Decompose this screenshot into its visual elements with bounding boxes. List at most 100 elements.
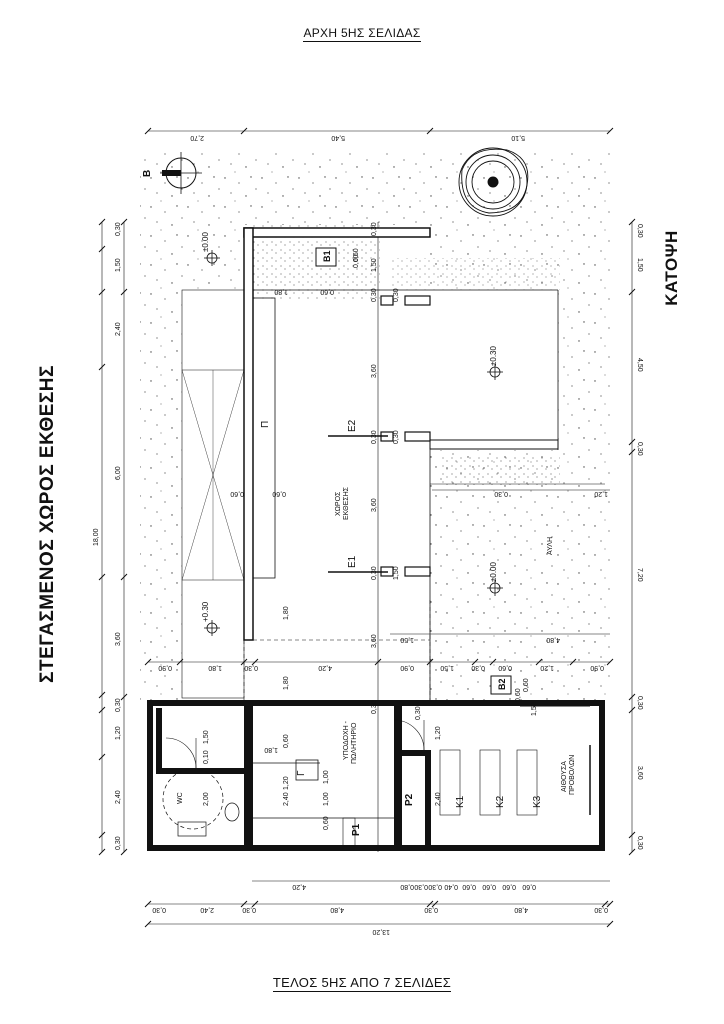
room-reception-1: ΥΠΟΔΟΧΗ - [343,720,350,760]
svg-text:2,40: 2,40 [115,322,122,336]
tag-b2: B2 [497,678,507,690]
tree-symbol [458,147,529,217]
svg-text:0,60: 0,60 [320,288,334,295]
svg-text:4,80: 4,80 [514,906,528,913]
room-exhibition-1: ΧΩΡΟΣ [335,491,342,516]
svg-text:0,30: 0,30 [244,664,258,671]
svg-text:4,20: 4,20 [318,664,332,671]
tag-e1: E1 [347,555,358,568]
svg-text:0,30: 0,30 [115,836,122,850]
svg-text:5,10: 5,10 [511,134,525,141]
svg-text:0,30: 0,30 [371,700,378,714]
svg-text:0,30: 0,30 [471,664,485,671]
svg-text:4,80: 4,80 [546,636,560,643]
svg-text:0,10: 0,10 [203,750,210,764]
level-1: ±0.00 [201,231,210,252]
svg-text:1,50: 1,50 [115,258,122,272]
svg-text:0,60: 0,60 [353,248,360,262]
element-tags [315,247,512,695]
svg-text:0,30: 0,30 [371,222,378,236]
room-exhibition-2: ΕΚΘΕΣΗΣ [343,486,350,520]
room-reception-2: ΠΩΛΗΤΗΡΙΟ [351,722,358,764]
svg-text:0,30: 0,30 [415,706,422,720]
svg-text:0,60: 0,60 [272,490,286,497]
svg-text:1,50: 1,50 [636,258,643,272]
svg-text:3,60: 3,60 [371,498,378,512]
svg-text:0,30: 0,30 [636,224,643,238]
svg-text:1,50: 1,50 [203,730,210,744]
svg-text:0,60: 0,60 [482,883,496,890]
svg-text:1,20: 1,20 [594,490,608,497]
svg-text:0,30: 0,30 [152,906,166,913]
dimension-ticks [98,127,636,928]
svg-text:0,60: 0,60 [515,688,522,702]
svg-text:1,80: 1,80 [274,288,288,295]
tag-k2: K2 [495,795,506,808]
room-projection-1: ΑΙΘΟΥΣΑ [561,761,568,792]
dimension-lines [101,130,633,925]
svg-text:13,20: 13,20 [372,928,390,935]
svg-text:2,00: 2,00 [203,792,210,806]
svg-text:1,20: 1,20 [540,664,554,671]
svg-text:0,30: 0,30 [636,836,643,850]
svg-text:0,30: 0,30 [636,696,643,710]
svg-text:5,40: 5,40 [331,134,345,141]
svg-text:1,20: 1,20 [283,776,290,790]
svg-text:3,60: 3,60 [636,766,643,780]
svg-text:0,60: 0,60 [522,883,536,890]
level-4: ±0.00 [489,561,498,582]
svg-text:3,60: 3,60 [371,364,378,378]
svg-text:2,40: 2,40 [200,906,214,913]
svg-text:4,20: 4,20 [292,883,306,890]
room-wc: WC [177,792,184,804]
svg-text:0,60: 0,60 [498,664,512,671]
svg-text:1,20: 1,20 [435,726,442,740]
svg-text:1,50: 1,50 [393,566,400,580]
svg-text:0,30: 0,30 [371,566,378,580]
svg-text:0,30: 0,30 [371,430,378,444]
svg-text:0,60: 0,60 [523,678,530,692]
svg-text:1,80: 1,80 [283,676,290,690]
svg-text:0,60: 0,60 [502,883,516,890]
tag-b1: B1 [322,250,332,262]
svg-text:0,60: 0,60 [462,883,476,890]
north-arrow-icon: B [142,152,202,194]
dimension-texts: 2,70 5,40 5,10 0,30 1,50 2,40 6,00 3,60 … [93,134,643,935]
svg-text:0,30: 0,30 [494,490,508,497]
level-2: ±0.30 [489,345,498,366]
svg-text:0,60: 0,60 [353,254,360,268]
tag-g: Γ [296,770,307,776]
page-footer: ΤΕΛΟΣ 5ΗΣ ΑΠΟ 7 ΣΕΛΙΔΕΣ [272,975,452,992]
svg-text:0,80: 0,80 [400,883,414,890]
svg-text:18,00: 18,00 [93,528,100,546]
svg-text:4,50: 4,50 [636,358,643,372]
labels: B1 B2 P1 P2 E2 E1 Γ Π K1 K2 K3 ΧΩΡΟΣ ΕΚΘ… [177,231,576,836]
svg-text:2,70: 2,70 [190,134,204,141]
walls [147,227,605,851]
svg-text:0,30: 0,30 [242,906,256,913]
svg-text:1,50: 1,50 [400,636,414,643]
svg-text:0,90: 0,90 [158,664,172,671]
north-label: B [142,170,153,177]
svg-text:1,50: 1,50 [371,258,378,272]
garden-stipple [140,150,610,705]
svg-text:0,30: 0,30 [636,442,643,456]
level-3: +0.30 [201,601,210,622]
tag-pi: Π [260,421,271,428]
svg-text:1,80: 1,80 [283,606,290,620]
svg-text:1,50: 1,50 [440,664,454,671]
tag-p2: P2 [404,793,415,806]
svg-text:2,40: 2,40 [435,792,442,806]
svg-text:3,60: 3,60 [115,632,122,646]
room-yard: ΑΥΛΗ [547,537,554,555]
svg-text:7,20: 7,20 [636,568,643,582]
tag-e2: E2 [347,419,358,432]
svg-text:3,60: 3,60 [371,634,378,648]
svg-text:4,80: 4,80 [330,906,344,913]
svg-text:0,90: 0,90 [400,664,414,671]
svg-text:1,80: 1,80 [264,746,278,753]
svg-text:0,60: 0,60 [283,734,290,748]
svg-text:0,30: 0,30 [393,288,400,302]
svg-text:6,00: 6,00 [115,466,122,480]
